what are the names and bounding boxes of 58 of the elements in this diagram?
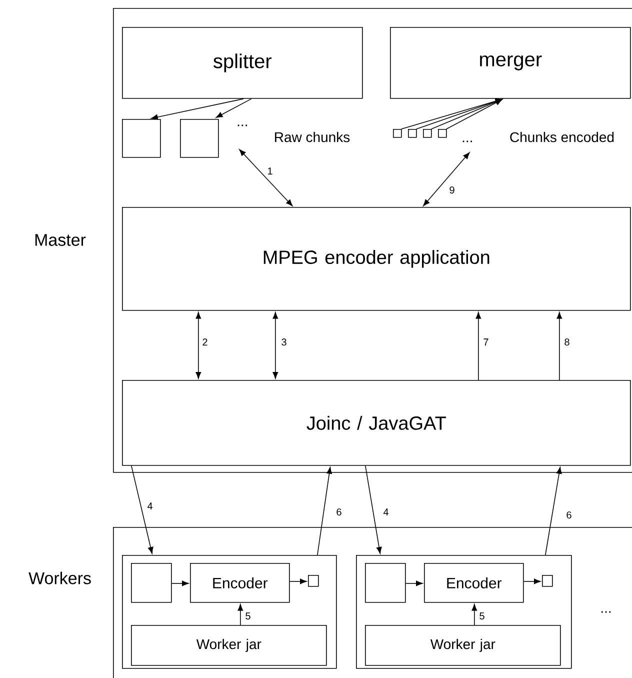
edge-label: 6 [565, 510, 573, 520]
text-label: Raw chunks [275, 132, 350, 142]
process-box: Encoder [190, 563, 290, 603]
process-box: Joinc / JavaGAT [122, 380, 631, 466]
edge-label: 4 [382, 508, 390, 516]
chunk-box [131, 563, 172, 603]
chunk-box [408, 129, 417, 138]
arrow [171, 580, 189, 586]
arrow [239, 149, 293, 206]
node-label: Workers [28, 572, 91, 584]
arrow [472, 604, 478, 626]
process-box: Encoder [424, 563, 524, 603]
chunk-box [180, 119, 219, 158]
arrow [523, 578, 541, 584]
edge-label: 4 [146, 502, 154, 510]
edge-label: 5 [478, 612, 486, 620]
process-box: Worker jar [365, 625, 561, 666]
edge-label: 7 [482, 338, 490, 346]
chunk-box [423, 129, 432, 138]
arrow [289, 578, 307, 584]
arrow [405, 580, 423, 586]
arrow [216, 98, 252, 118]
arrow [196, 312, 202, 379]
arrow [365, 465, 382, 554]
worker-box [356, 555, 572, 669]
arrow [317, 467, 332, 556]
arrow [545, 467, 562, 556]
arrow [151, 98, 244, 120]
arrow [476, 312, 482, 380]
process-box: merger [390, 27, 631, 99]
edge-label: 1 [266, 166, 274, 176]
edge-label: 2 [201, 338, 209, 346]
node-label: Master [35, 234, 86, 246]
chunk-box [438, 129, 447, 138]
process-box: Worker jar [131, 625, 327, 666]
chunk-box [365, 563, 406, 603]
chunk-box [308, 575, 319, 587]
arrow [238, 604, 244, 626]
ellipsis-text: ... [238, 124, 247, 126]
edge-label: 9 [448, 185, 456, 195]
ellipsis-text: ... [462, 140, 472, 142]
arrow [446, 99, 502, 130]
worker-box [122, 555, 337, 669]
process-box: MPEG encoder application [122, 207, 631, 311]
process-box: splitter [122, 27, 363, 99]
edge-label: 6 [335, 507, 343, 517]
arrow [556, 312, 562, 380]
text-label: Chunks encoded [510, 132, 614, 142]
arrow [272, 312, 278, 379]
edge-label: 8 [563, 337, 571, 347]
chunk-box [122, 119, 161, 158]
text-label: ... [601, 611, 611, 613]
chunk-box [393, 129, 402, 138]
edge-label: 3 [280, 337, 288, 347]
arrow [131, 465, 154, 554]
arrow [423, 152, 470, 206]
chunk-box [542, 575, 553, 587]
edge-label: 5 [244, 612, 252, 620]
